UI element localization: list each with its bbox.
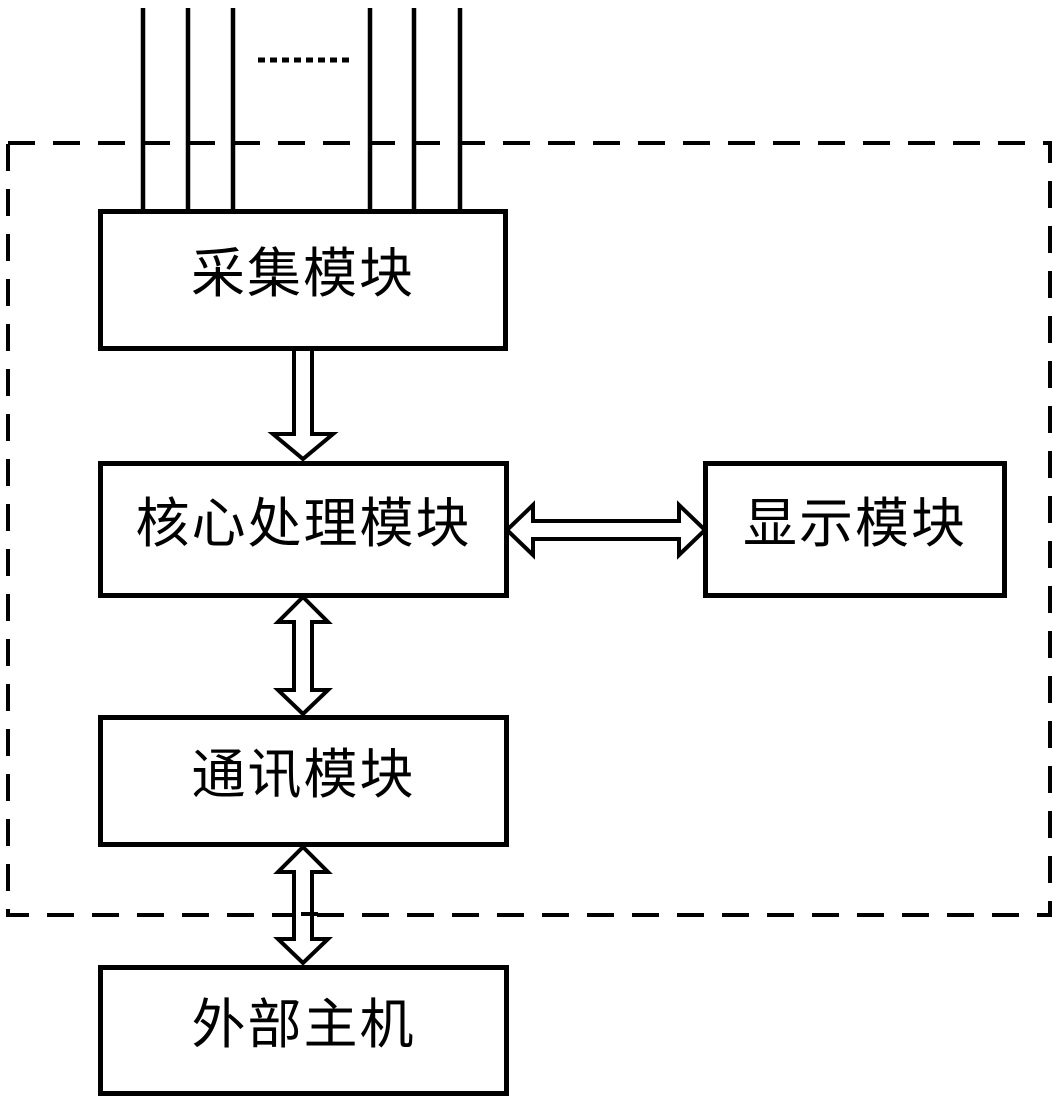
communication-module-label: 通讯模块 (191, 743, 416, 806)
box-collection-module: 采集模块 (98, 209, 508, 351)
box-communication-module: 通讯模块 (98, 715, 509, 847)
display-module-label: 显示模块 (743, 491, 967, 555)
device-boundary (6, 141, 1052, 917)
arrow-comm-host-icon (273, 844, 333, 966)
external-host-label: 外部主机 (191, 992, 416, 1056)
input-lines (140, 8, 463, 212)
box-external-host: 外部主机 (98, 965, 509, 1096)
box-core-processing-module: 核心处理模块 (98, 461, 509, 598)
arrow-collection-to-core-icon (267, 346, 339, 462)
collection-module-label: 采集模块 (191, 242, 415, 305)
core-processing-module-label: 核心处理模块 (135, 491, 472, 555)
arrow-core-comm-icon (273, 594, 333, 717)
arrow-core-display-icon (504, 500, 708, 560)
box-display-module: 显示模块 (703, 461, 1007, 598)
